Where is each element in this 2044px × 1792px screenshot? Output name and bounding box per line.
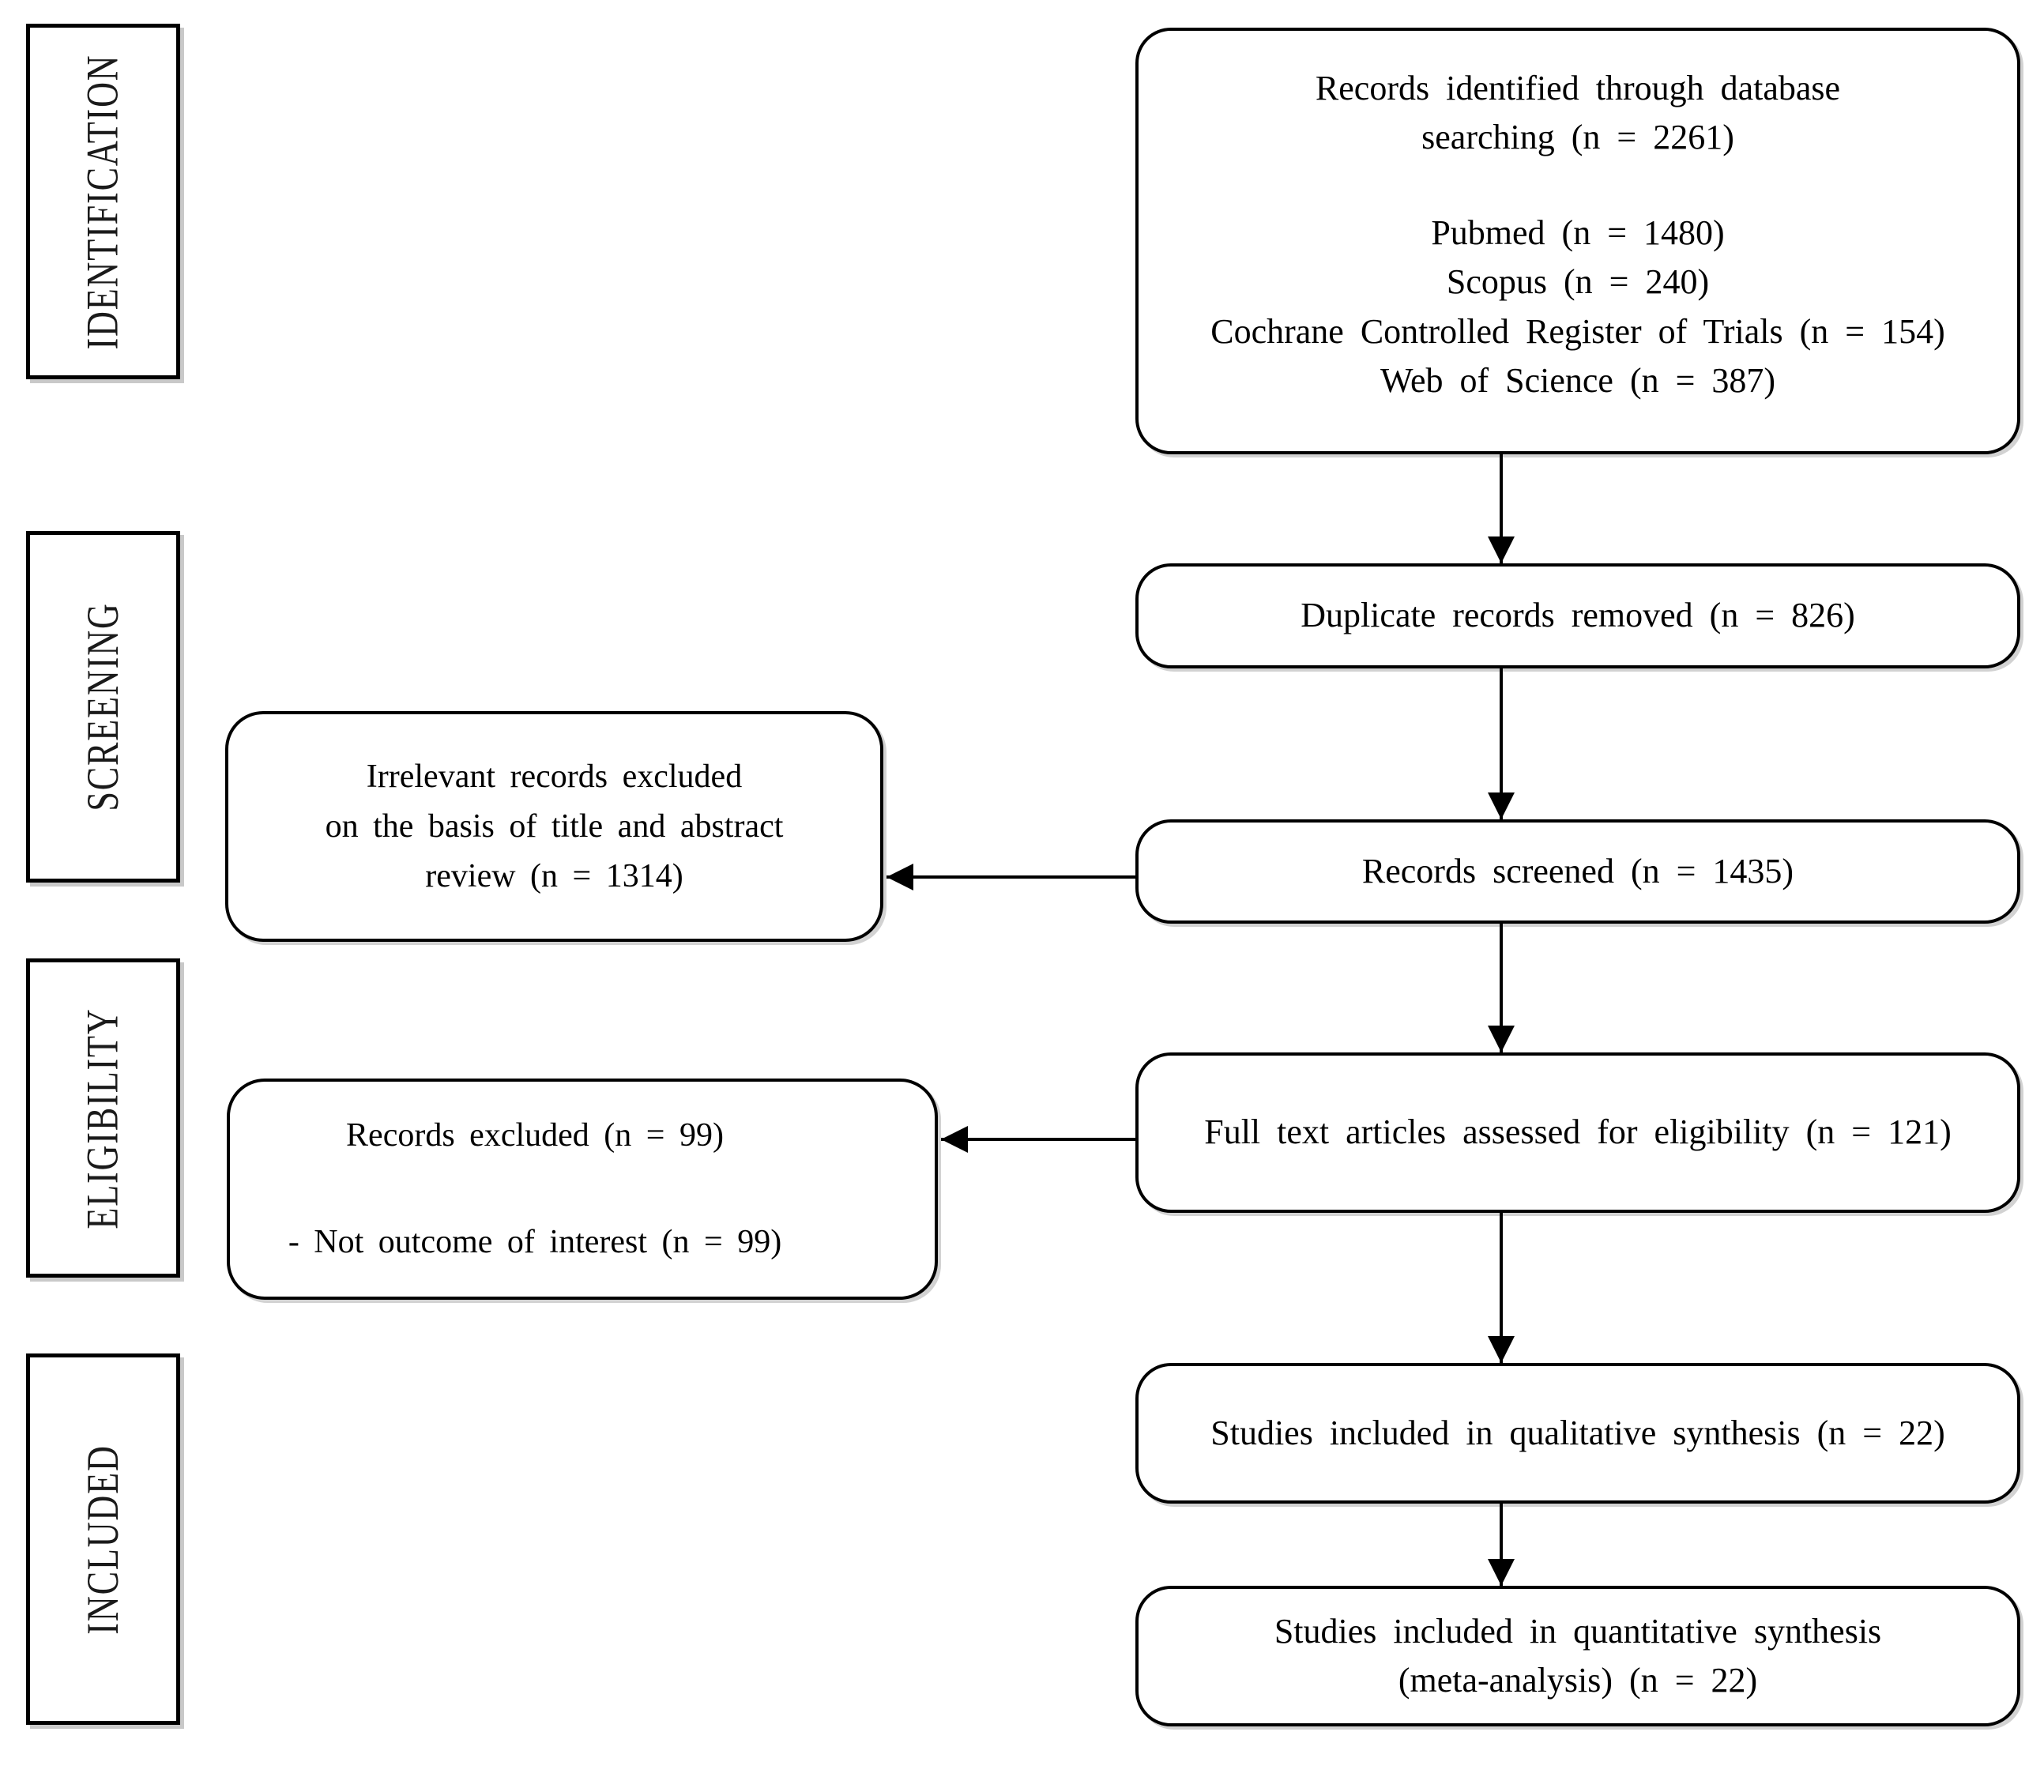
quantitative-synthesis-line2: (meta-analysis) (n = 22) [1398,1661,1758,1700]
phase-box-eligibility: ELIGIBILITY [26,958,180,1278]
irrelevant-excluded-line3: review (n = 1314) [425,857,683,894]
full-text-assessed-text: Full text articles assessed for eligibil… [1204,1112,1952,1152]
records-excluded-line2: - Not outcome of interest (n = 99) [288,1224,782,1260]
phase-box-included: INCLUDED [26,1353,180,1725]
arrow-duplicates-to-screened [1488,668,1515,819]
box-duplicates-removed: Duplicate records removed (n = 826) [1135,563,2020,668]
phase-box-screening: SCREENING [26,531,180,883]
quantitative-synthesis-line1: Studies included in quantitative synthes… [1274,1611,1882,1651]
box-qualitative-synthesis: Studies included in qualitative synthesi… [1135,1363,2020,1504]
records-excluded-line1: Records excluded (n = 99) [346,1117,724,1154]
phase-label-eligibility: ELIGIBILITY [78,1007,128,1229]
arrow-fulltext-to-qualitative [1488,1213,1515,1363]
arrow-fulltext-to-records-excluded [941,1126,1135,1153]
box-irrelevant-records-excluded: Irrelevant records excluded on the basis… [225,711,883,942]
phase-label-identification: IDENTIFICATION [78,53,128,350]
source-pubmed: Pubmed (n = 1480) [1431,213,1725,252]
arrow-qualitative-to-quantitative [1488,1504,1515,1586]
phase-label-included: INCLUDED [78,1444,128,1635]
source-cochrane: Cochrane Controlled Register of Trials (… [1210,311,1945,351]
irrelevant-excluded-line1: Irrelevant records excluded [366,758,743,795]
irrelevant-excluded-line2: on the basis of title and abstract [325,808,784,845]
arrow-identified-to-duplicates [1488,454,1515,563]
arrow-screened-to-irrelevant-excluded [886,864,1135,890]
qualitative-synthesis-text: Studies included in qualitative synthesi… [1210,1413,1945,1452]
duplicates-removed-text: Duplicate records removed (n = 826) [1301,596,1855,635]
phase-box-identification: IDENTIFICATION [26,24,180,379]
phase-label-screening: SCREENING [78,602,128,811]
records-screened-text: Records screened (n = 1435) [1361,851,1794,890]
records-identified-title-line1: Records identified through database [1315,69,1841,107]
arrow-screened-to-fulltext [1488,924,1515,1052]
box-quantitative-synthesis: Studies included in quantitative synthes… [1135,1586,2020,1726]
source-web-of-science: Web of Science (n = 387) [1380,361,1776,401]
records-identified-title-line2: searching (n = 2261) [1421,118,1734,157]
box-records-screened: Records screened (n = 1435) [1135,819,2020,924]
box-records-identified: Records identified through database sear… [1135,28,2020,454]
source-scopus: Scopus (n = 240) [1446,262,1710,302]
box-full-text-assessed: Full text articles assessed for eligibil… [1135,1052,2020,1213]
box-records-excluded: Records excluded (n = 99) - Not outcome … [227,1079,938,1300]
